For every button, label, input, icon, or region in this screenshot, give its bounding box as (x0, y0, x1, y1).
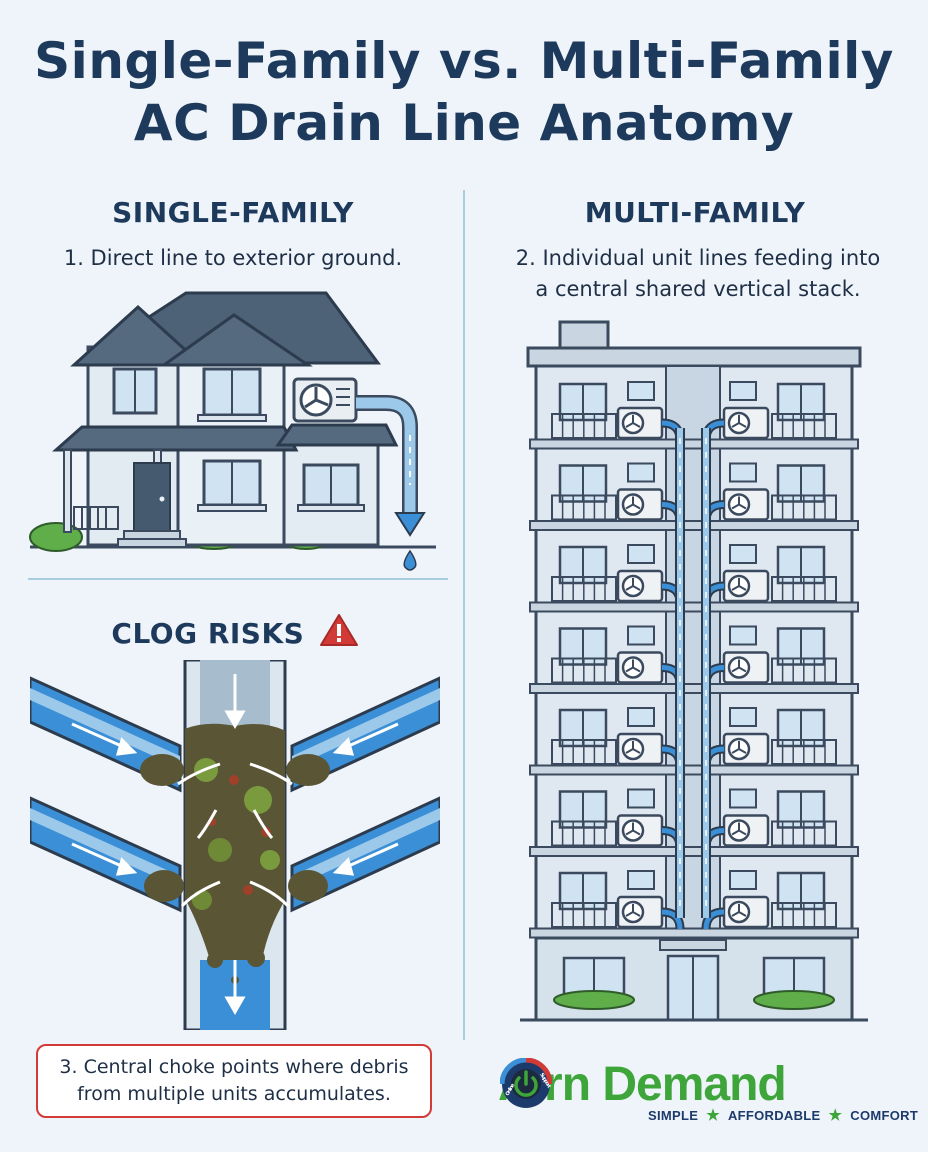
warning-triangle-icon (319, 614, 358, 646)
clog-risks-heading: CLOG RISKS (28, 609, 438, 650)
single-family-description: 1. Direct line to exterior ground. (63, 246, 403, 270)
logo-word-right: n Demand (561, 1057, 787, 1111)
small-window (627, 707, 655, 727)
tagline-affordable: AFFORDABLE (727, 1107, 821, 1123)
floor-slab (529, 520, 859, 531)
multi-family-heading: MULTI-FAMILY (584, 196, 806, 229)
power-button-icon: Online Support (500, 1058, 552, 1108)
small-window (627, 788, 655, 809)
small-window (729, 381, 757, 401)
multi-family-description: 2. Individual unit lines feeding into a … (478, 243, 918, 305)
floor-slab (529, 846, 859, 857)
small-window (627, 462, 655, 483)
floor-slab (529, 601, 859, 613)
star-icon: ★ (828, 1107, 843, 1124)
multi-family-description-line-1: 2. Individual unit lines feeding into (515, 246, 881, 270)
small-window (729, 870, 757, 890)
page-title: Single-Family vs. Multi-Family AC Drain … (0, 30, 928, 154)
small-window (729, 544, 757, 564)
apartment-building-illustration (520, 320, 868, 1022)
floor-slab (529, 764, 859, 776)
clog-risks-label: CLOG RISKS (111, 617, 305, 650)
title-line-1: Single-Family vs. Multi-Family (34, 32, 894, 90)
multi-family-description-line-2: a central shared vertical stack. (535, 277, 861, 301)
title-line-2: AC Drain Line Anatomy (133, 94, 795, 152)
logo-tagline: SIMPLE ★ AFFORDABLE ★ COMFORT (648, 1106, 918, 1124)
small-window (627, 544, 655, 564)
tagline-simple: SIMPLE (648, 1107, 699, 1123)
small-window (627, 870, 655, 890)
small-window (729, 788, 757, 809)
clog-note-line-1: 3. Central choke points where debris (59, 1056, 409, 1078)
floor-slab (529, 683, 859, 694)
clog-junction-illustration (30, 660, 440, 1030)
brand-logo: Air Online Support n Demand SIMPLE ★ AFF… (498, 1057, 918, 1128)
house-illustration (29, 291, 436, 571)
clog-note-box: 3. Central choke points where debris fro… (36, 1044, 432, 1118)
horizontal-divider (28, 578, 448, 580)
hedge (753, 990, 835, 1010)
small-window (627, 381, 655, 401)
small-window (627, 625, 655, 646)
roof-cap (526, 346, 862, 368)
tagline-comfort: COMFORT (850, 1107, 919, 1123)
small-window (729, 462, 757, 483)
clog-note-line-2: from multiple units accumulates. (77, 1083, 391, 1105)
vertical-divider (463, 190, 465, 1040)
floor-slab (529, 927, 859, 939)
single-family-heading: SINGLE-FAMILY (112, 196, 354, 229)
entrance-canopy (659, 939, 727, 951)
floor-slab (529, 438, 859, 450)
small-window (729, 625, 757, 646)
hedge (553, 990, 635, 1010)
roof-vent (558, 320, 610, 350)
star-icon: ★ (706, 1107, 720, 1124)
small-window (729, 707, 757, 727)
